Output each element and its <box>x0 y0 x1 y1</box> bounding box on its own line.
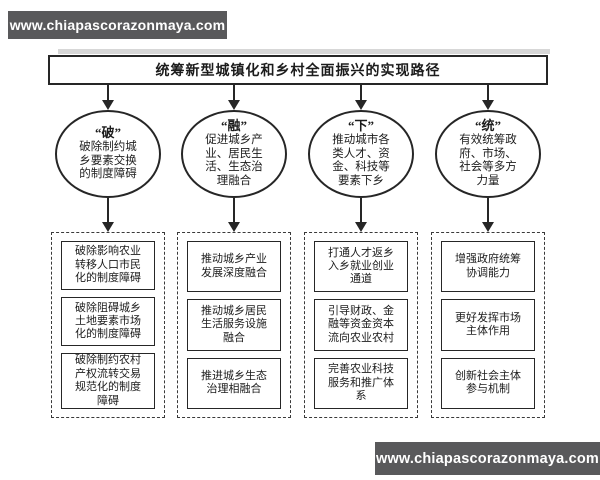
watermark-banner-top: www.chiapascorazonmaya.com <box>8 11 227 39</box>
connector-line <box>107 85 109 102</box>
task-text: 推动城乡居民生活服务设施融合 <box>201 304 267 344</box>
connector-line <box>107 198 109 224</box>
circle-summary: 有效统筹政府、市场、社会等多方力量 <box>459 133 517 188</box>
circle-keyword: “融” <box>220 117 247 133</box>
task-box: 引导财政、金融等资金资本流向农业农村 <box>314 299 408 351</box>
circle-merge: “融” 促进城乡产业、居民生活、生态治理融合 <box>181 110 287 198</box>
circle-summary: 推动城市各类人才、资金、科技等要素下乡 <box>332 133 390 188</box>
connector-line <box>360 198 362 224</box>
task-group-coordinate: 增强政府统筹协调能力 更好发挥市场主体作用 创新社会主体参与机制 <box>431 232 545 418</box>
circle-down: “下” 推动城市各类人才、资金、科技等要素下乡 <box>308 110 414 198</box>
task-box: 增强政府统筹协调能力 <box>441 241 535 293</box>
arrow-down-icon <box>228 100 240 110</box>
task-text: 打通人才返乡入乡就业创业通道 <box>328 246 394 286</box>
watermark-url: www.chiapascorazonmaya.com <box>9 17 226 33</box>
arrow-down-icon <box>355 100 367 110</box>
arrow-down-icon <box>482 100 494 110</box>
task-text: 推动城乡产业发展深度融合 <box>201 253 267 279</box>
task-text: 破除制约农村产权流转交易规范化的制度障碍 <box>75 354 141 407</box>
circle-keyword: “破” <box>94 124 121 140</box>
task-box: 推动城乡产业发展深度融合 <box>187 241 281 293</box>
connector-line <box>360 85 362 102</box>
scan-artifact-strip <box>58 49 550 54</box>
diagram-title: 统筹新型城镇化和乡村全面振兴的实现路径 <box>155 64 441 79</box>
task-group-break: 破除影响农业转移人口市民化的制度障碍 破除阻碍城乡土地要素市场化的制度障碍 破除… <box>51 232 165 418</box>
circle-summary: 促进城乡产业、居民生活、生态治理融合 <box>205 133 263 188</box>
task-box: 破除阻碍城乡土地要素市场化的制度障碍 <box>61 297 155 347</box>
circle-coordinate: “统” 有效统筹政府、市场、社会等多方力量 <box>435 110 541 198</box>
connector-line <box>233 85 235 102</box>
task-text: 破除阻碍城乡土地要素市场化的制度障碍 <box>75 301 141 341</box>
task-box: 推动城乡居民生活服务设施融合 <box>187 299 281 351</box>
task-text: 推进城乡生态治理相融合 <box>201 369 267 396</box>
task-text: 完善农业科技服务和推广体系 <box>328 363 394 403</box>
arrow-down-icon <box>482 222 494 232</box>
task-box: 创新社会主体参与机制 <box>441 357 535 409</box>
watermark-banner-bottom: www.chiapascorazonmaya.com <box>375 442 600 475</box>
task-box: 完善农业科技服务和推广体系 <box>314 357 408 409</box>
connector-line <box>487 85 489 102</box>
diagram-title-box: 统筹新型城镇化和乡村全面振兴的实现路径 <box>48 55 548 85</box>
task-box: 推进城乡生态治理相融合 <box>187 357 281 409</box>
task-text: 增强政府统筹协调能力 <box>455 253 521 279</box>
task-group-merge: 推动城乡产业发展深度融合 推动城乡居民生活服务设施融合 推进城乡生态治理相融合 <box>177 232 291 418</box>
task-text: 更好发挥市场主体作用 <box>455 311 521 337</box>
circle-keyword: “统” <box>474 117 501 133</box>
arrow-down-icon <box>102 222 114 232</box>
task-text: 破除影响农业转移人口市民化的制度障碍 <box>75 245 141 285</box>
task-box: 破除影响农业转移人口市民化的制度障碍 <box>61 241 155 291</box>
watermark-url: www.chiapascorazonmaya.com <box>375 450 600 467</box>
circle-break: “破” 破除制约城乡要素交换的制度障碍 <box>55 110 161 198</box>
connector-line <box>233 198 235 224</box>
task-group-down: 打通人才返乡入乡就业创业通道 引导财政、金融等资金资本流向农业农村 完善农业科技… <box>304 232 418 418</box>
task-box: 打通人才返乡入乡就业创业通道 <box>314 241 408 293</box>
task-box: 更好发挥市场主体作用 <box>441 299 535 351</box>
circle-summary: 破除制约城乡要素交换的制度障碍 <box>79 140 137 181</box>
task-text: 引导财政、金融等资金资本流向农业农村 <box>328 304 394 344</box>
circle-keyword: “下” <box>347 117 374 133</box>
task-text: 创新社会主体参与机制 <box>455 369 521 396</box>
connector-line <box>487 198 489 224</box>
arrow-down-icon <box>355 222 367 232</box>
arrow-down-icon <box>102 100 114 110</box>
task-box: 破除制约农村产权流转交易规范化的制度障碍 <box>61 353 155 409</box>
arrow-down-icon <box>228 222 240 232</box>
